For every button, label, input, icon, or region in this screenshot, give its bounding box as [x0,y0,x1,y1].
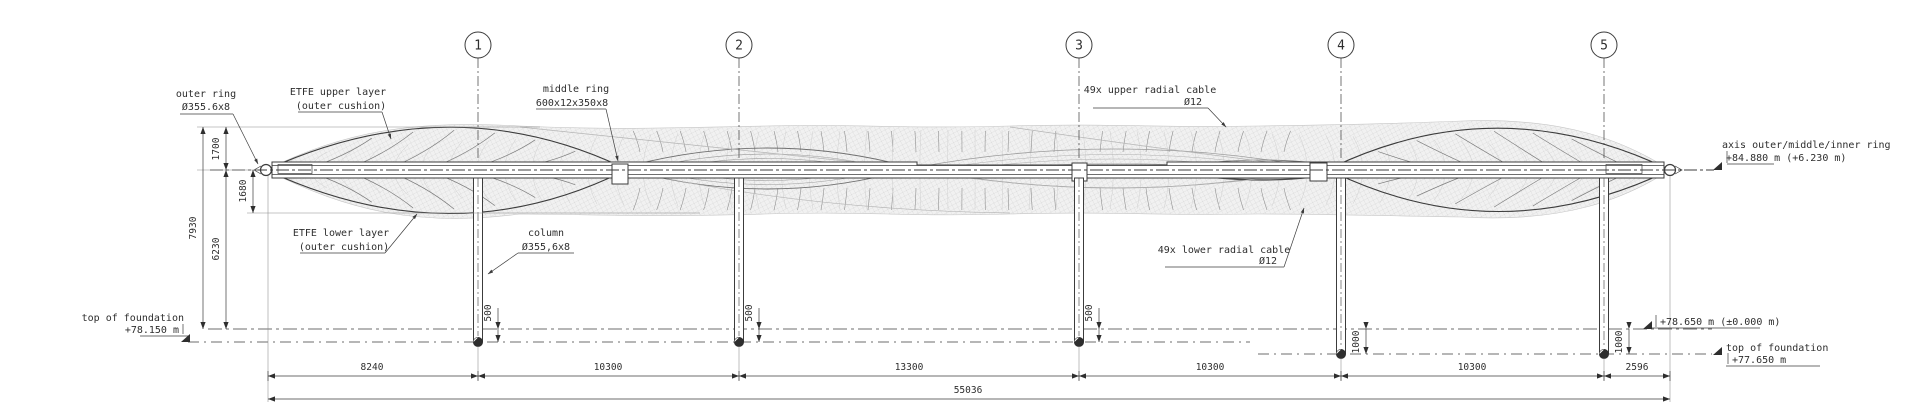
level-lines [188,328,1712,355]
grid-bubble-2: 2 [735,39,743,54]
weave-arc [621,168,1011,214]
ring-band [210,161,1714,185]
callout-etfe-upper: ETFE upper layer (outer cushion) [290,87,392,140]
grid-bubble-4: 4 [1337,39,1345,54]
foundation-right-level: +77.650 m [1732,355,1786,366]
grid-marker-5: 5 [1590,31,1618,161]
callout-foundation-right: top of foundation +77.650 m [1713,343,1828,367]
callout-lower-cable: 49x lower radial cable Ø12 [1158,207,1305,268]
foundation-left-level: +78.150 m [125,325,179,336]
outer-cushion-right-lower-edge [1332,169,1671,213]
callout-foundation-left: top of foundation +78.150 m [82,313,190,342]
leader-etfe-upper [381,111,392,140]
lower-cable-label: 49x lower radial cable [1158,245,1290,256]
middle-ring-size: 600x12x350x8 [536,98,608,109]
upper-cable-size: Ø12 [1184,96,1202,108]
tip-cap-right [1674,165,1683,175]
dim-embed-500-3: 500 [1084,304,1095,321]
middle-ring-connection [611,163,629,185]
axis-ring-label: axis outer/middle/inner ring [1722,140,1891,151]
dim-total-55036: 55036 [954,385,983,396]
outer-cushion-right-upper-edge [1332,127,1671,171]
dim-6230: 6230 [211,237,222,260]
level-marker-datum [1643,321,1652,329]
callouts: outer ring Ø355.6x8 ETFE upper layer (ou… [82,84,1891,367]
column-size: Ø355,6x8 [522,241,570,253]
lower-cable-size: Ø12 [1259,255,1277,267]
foundation-left-label: top of foundation [82,313,184,324]
column-4 [1336,177,1369,380]
leader-column [487,252,519,275]
foundation-right-label: top of foundation [1726,343,1828,354]
dimension-arrows [200,127,1671,402]
dim-embed-500-1: 500 [483,304,494,321]
dim-7930: 7930 [188,216,199,239]
datum-right-level: +78.650 m (±0.000 m) [1660,317,1780,328]
level-marker-foundation-left [181,334,190,342]
grid-bubble-5: 5 [1600,39,1608,54]
tip-stub-left [277,164,313,174]
dim-span-10300b: 10300 [1196,362,1225,373]
callout-upper-cable: 49x upper radial cable Ø12 [1084,85,1227,128]
dim-embed-1000-2: 1000 [1614,330,1625,353]
etfe-lower-sub: (outer cushion) [299,242,389,253]
outer-cushion-left-lower-edge [265,169,623,215]
callout-column: column Ø355,6x8 [487,228,574,275]
leader-outer-ring [232,113,259,165]
leader-lower-cable [1283,207,1305,268]
dim-span-2596: 2596 [1626,362,1649,373]
grid-marker-2: 2 [725,31,753,161]
connection-box [1309,162,1328,182]
columns [473,177,1632,380]
callout-axis-ring: axis outer/middle/inner ring +84.880 m (… [1713,140,1891,170]
dim-span-8240: 8240 [361,362,384,373]
dimensions: 7930 1700 6230 1680 500 500 500 1000 100… [188,126,1671,402]
leader-upper-cable [1207,107,1227,128]
middle-ring-label: middle ring [543,84,609,95]
etfe-upper-sub: (outer cushion) [296,101,386,112]
upper-cable-label: 49x upper radial cable [1084,85,1216,96]
leader-etfe-lower [384,213,418,254]
grid-bubble-3: 3 [1075,39,1083,54]
grid-bubble-1: 1 [474,39,482,54]
grid-marker-4: 4 [1327,31,1355,161]
level-marker-foundation-right [1713,347,1722,355]
dim-span-13300: 13300 [895,362,924,373]
tip-stub-right [1605,164,1643,174]
grid-markers: 1 2 3 4 5 [464,31,1618,161]
dim-span-10300a: 10300 [594,362,623,373]
outer-ring-size: Ø355.6x8 [182,101,230,113]
callout-datum-right: +78.650 m (±0.000 m) [1643,315,1780,329]
dim-1680: 1680 [238,179,249,202]
etfe-upper-label: ETFE upper layer [290,87,386,98]
level-marker-axis [1713,162,1722,170]
dim-embed-500-2: 500 [744,304,755,321]
axis-ring-level: +84.880 m (+6.230 m) [1726,153,1846,164]
callout-middle-ring: middle ring 600x12x350x8 [536,84,619,162]
column-5 [1599,177,1632,380]
dim-span-10300c: 10300 [1458,362,1487,373]
dim-1700: 1700 [211,137,222,160]
etfe-lower-label: ETFE lower layer [293,228,389,239]
callout-etfe-lower: ETFE lower layer (outer cushion) [293,213,418,254]
outer-ring-label: outer ring [176,89,236,100]
grid-marker-3: 3 [1065,31,1093,161]
column-3 [1074,177,1102,380]
grid-marker-1: 1 [464,31,492,161]
callout-outer-ring: outer ring Ø355.6x8 [176,89,259,165]
column-2 [734,177,762,380]
dim-embed-1000-1: 1000 [1351,330,1362,353]
leader-middle-ring [605,108,619,162]
column-label: column [528,228,564,239]
